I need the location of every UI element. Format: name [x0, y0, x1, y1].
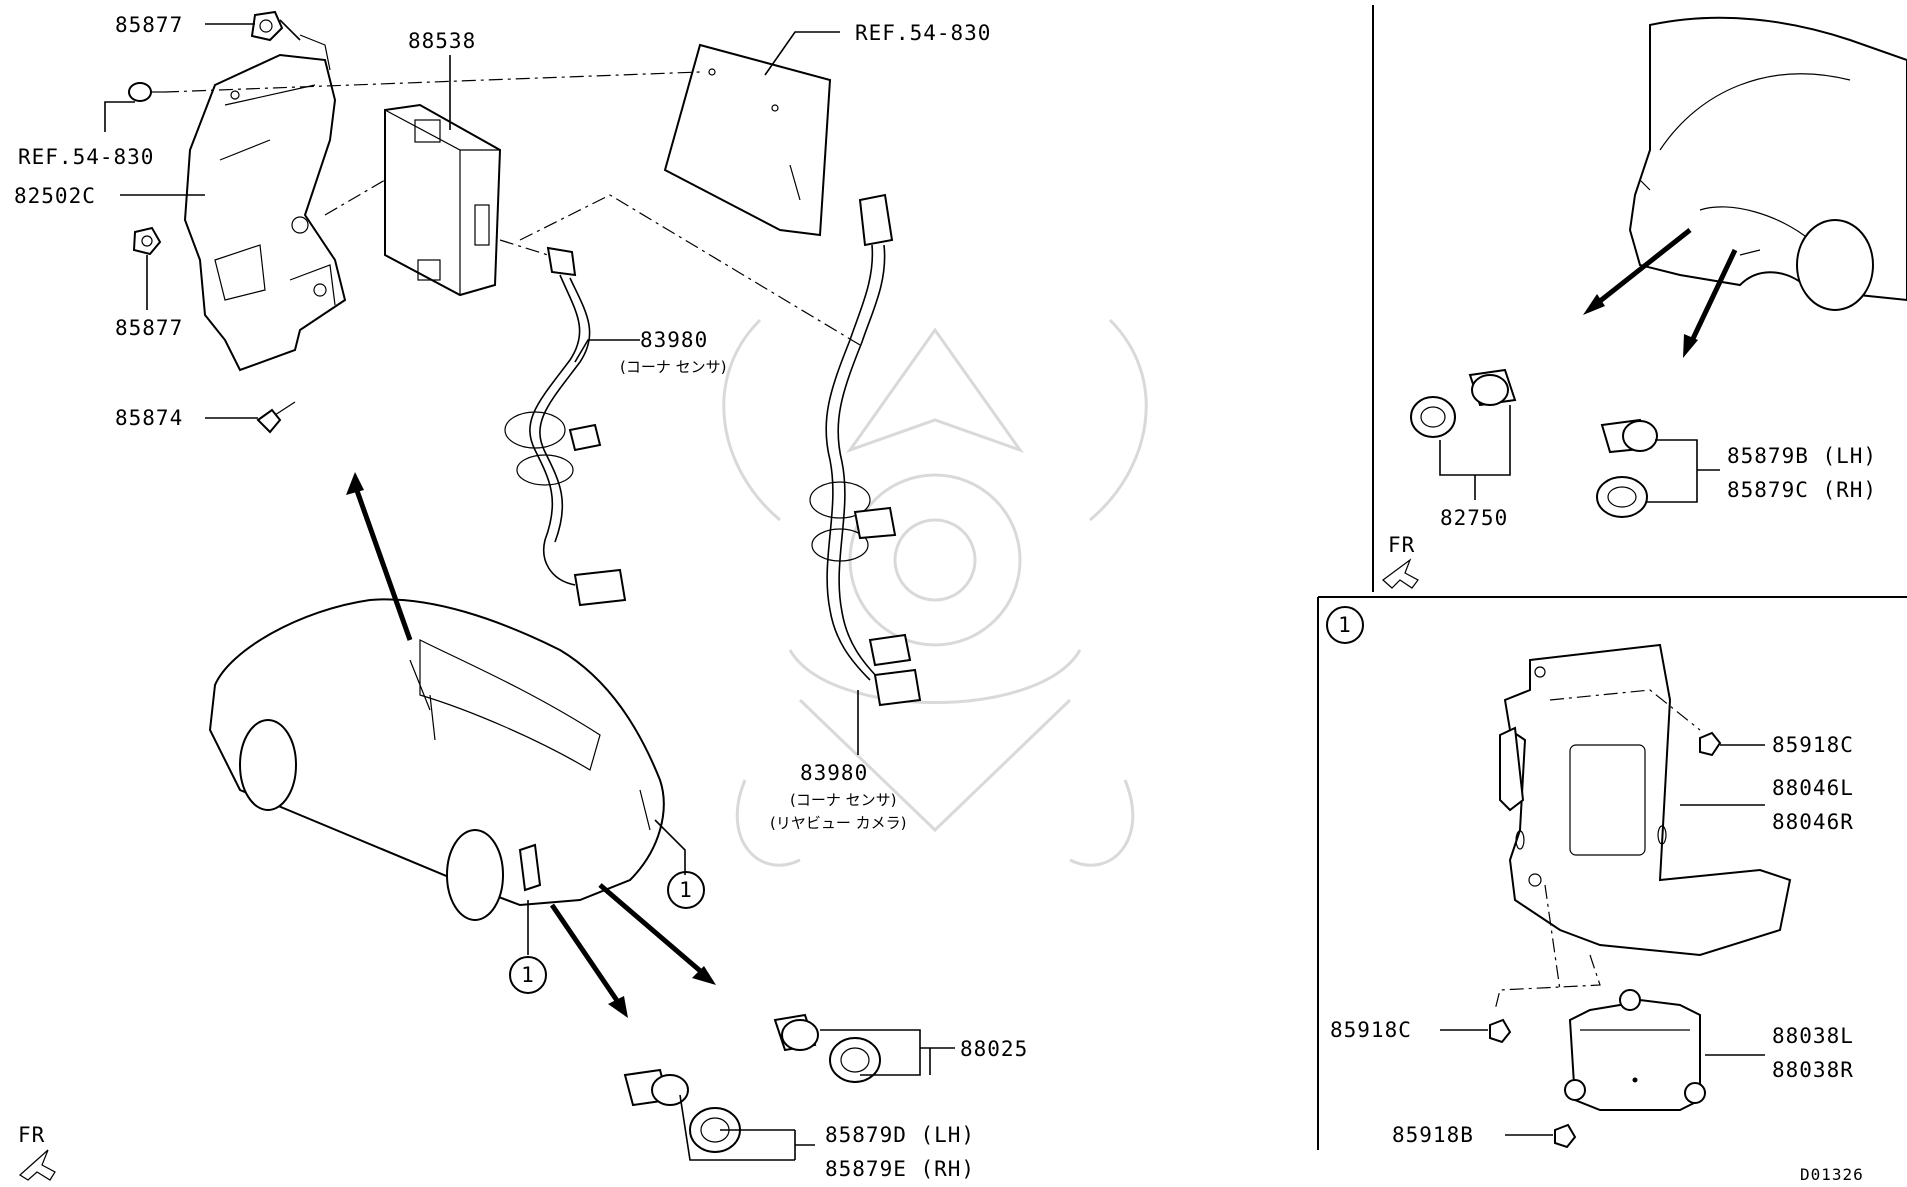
- nut-85877-mid: [132, 226, 162, 256]
- label-88025: 88025: [960, 1037, 1028, 1061]
- label-85874: 85874: [115, 406, 183, 430]
- inset-callout-text: 1: [1338, 613, 1352, 637]
- label-85918c-top: 85918C: [1772, 733, 1854, 757]
- bolt-85874: [256, 401, 296, 434]
- harness-83980-a: [504, 246, 627, 607]
- label-83980-b-sub2: (リヤビュー カメラ): [770, 814, 906, 832]
- label-85879e: 85879E (RH): [825, 1157, 975, 1181]
- watermark-emblem: [722, 318, 1148, 867]
- label-85918c-mid: 85918C: [1330, 1018, 1412, 1042]
- ecu-88038: [1564, 989, 1706, 1111]
- label-85879b: 85879B (LH): [1727, 444, 1877, 468]
- sensor-88025: [773, 1013, 881, 1083]
- label-85918b: 85918B: [1392, 1123, 1474, 1147]
- vehicle-left: [208, 598, 665, 921]
- nut-85877-top: [250, 10, 284, 42]
- label-82502c: 82502C: [14, 184, 96, 208]
- label-ref-left: REF.54-830: [18, 145, 154, 169]
- callout-b-text: 1: [521, 963, 535, 987]
- bracket-82502c: [183, 34, 347, 372]
- label-85879c: 85879C (RH): [1727, 478, 1877, 502]
- label-ref-top: REF.54-830: [855, 21, 991, 45]
- label-83980-b: 83980: [800, 761, 868, 785]
- leader-lines-inset: [1440, 744, 1765, 1136]
- module-ref-54-830: [663, 43, 832, 237]
- fr-indicator-right: FR: [1382, 533, 1419, 589]
- fr-left-text: FR: [18, 1123, 45, 1147]
- fr-indicator-left: FR: [18, 1123, 56, 1181]
- nut-85918b: [1554, 1123, 1577, 1149]
- callout-a-text: 1: [679, 878, 693, 902]
- panel-top-right: [1372, 5, 1907, 592]
- label-88038r: 88038R: [1772, 1058, 1854, 1082]
- bracket-88046: [1494, 643, 1792, 1011]
- sensor-82750: [1410, 368, 1517, 500]
- nut-85918c-top: [1699, 731, 1722, 757]
- label-88538: 88538: [408, 29, 476, 53]
- callout-a: 1: [667, 871, 705, 909]
- label-82750: 82750: [1440, 506, 1508, 530]
- sensor-85879b-c: [1596, 418, 1720, 518]
- label-85879d: 85879D (LH): [825, 1123, 975, 1147]
- leader-lines-left: [104, 19, 955, 1161]
- label-88038l: 88038L: [1772, 1024, 1854, 1048]
- callout-b: 1: [509, 956, 547, 994]
- label-83980-a-sub: (コーナ センサ): [620, 358, 726, 376]
- inset-panel: 1: [1317, 596, 1907, 1150]
- grommet-ref-left: [128, 82, 165, 102]
- label-88046l: 88046L: [1772, 776, 1854, 800]
- harness-83980-b: [809, 193, 922, 707]
- arrows-left: [346, 472, 716, 1018]
- label-85877-mid: 85877: [115, 316, 183, 340]
- label-85877-top: 85877: [115, 13, 183, 37]
- diagram-code: D01326: [1800, 1165, 1864, 1184]
- nut-85918c-mid: [1489, 1018, 1512, 1044]
- label-88046r: 88046R: [1772, 810, 1854, 834]
- dashed-relation-lines: [164, 71, 861, 346]
- fr-right-text: FR: [1388, 533, 1415, 557]
- label-83980-a: 83980: [640, 328, 708, 352]
- control-unit-88538: [384, 103, 502, 297]
- label-83980-b-sub1: (コーナ センサ): [790, 791, 896, 809]
